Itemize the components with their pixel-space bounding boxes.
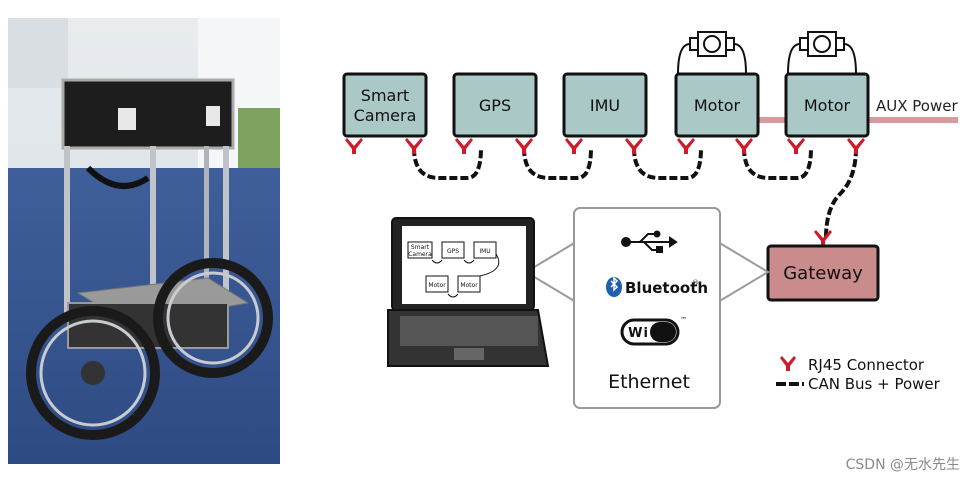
node-imu-label: IMU (590, 96, 620, 115)
robot-photo (8, 18, 280, 464)
rj45-connector (345, 138, 865, 246)
screen-smart-label1: Smart (411, 244, 430, 251)
wifi-trademark: ™ (680, 316, 687, 324)
node-smart-camera: Smart Camera (342, 72, 428, 138)
node-gps: GPS (452, 72, 538, 138)
aux-power-label: AUX Power (876, 97, 958, 115)
legend: RJ45 Connector CAN Bus + Power (776, 356, 941, 393)
motor-icon (677, 31, 747, 75)
legend-rj45-label: RJ45 Connector (808, 356, 925, 374)
node-smart-camera-line2: Camera (354, 106, 417, 125)
screen-smart-label2: Camera (408, 251, 432, 258)
laptop-icon: Smart Camera GPS IMU Motor Motor (387, 217, 550, 367)
node-motor-2-label: Motor (804, 96, 851, 115)
screen-imu-label: IMU (479, 248, 490, 255)
motor-icon (787, 31, 857, 75)
screen-motor1-label: Motor (428, 282, 446, 289)
bluetooth-label: Bluetooth (625, 279, 708, 297)
node-motor-1: Motor (674, 72, 760, 138)
node-motor-2: Motor (784, 72, 870, 138)
interface-panel: Bluetooth ® Wi Fi ™ Ethernet (524, 207, 770, 409)
node-gateway-label: Gateway (783, 263, 863, 284)
legend-rj45-icon (780, 356, 796, 371)
can-bus-chain (412, 147, 858, 239)
node-smart-camera-line1: Smart (361, 86, 409, 105)
node-motor-1-label: Motor (694, 96, 741, 115)
node-gps-label: GPS (479, 96, 511, 115)
watermark: CSDN @无水先生 (845, 457, 960, 473)
screen-motor2-label: Motor (460, 282, 478, 289)
system-diagram: AUX Power Smart Camera GPS IMU Motor Mot… (342, 31, 958, 409)
wifi-logo: Wi Fi ™ (620, 316, 687, 346)
node-imu: IMU (562, 72, 648, 138)
bluetooth-trademark: ® (692, 279, 699, 287)
legend-can-bus-label: CAN Bus + Power (808, 375, 941, 393)
laptop-screen-diagram: Smart Camera GPS IMU Motor Motor (407, 241, 500, 298)
ethernet-label: Ethernet (608, 371, 690, 393)
usb-icon (621, 230, 678, 253)
screen-gps-label: GPS (447, 248, 459, 255)
bluetooth-icon (606, 276, 622, 297)
node-gateway: Gateway (766, 244, 880, 302)
wifi-label: Wi Fi (628, 326, 670, 341)
